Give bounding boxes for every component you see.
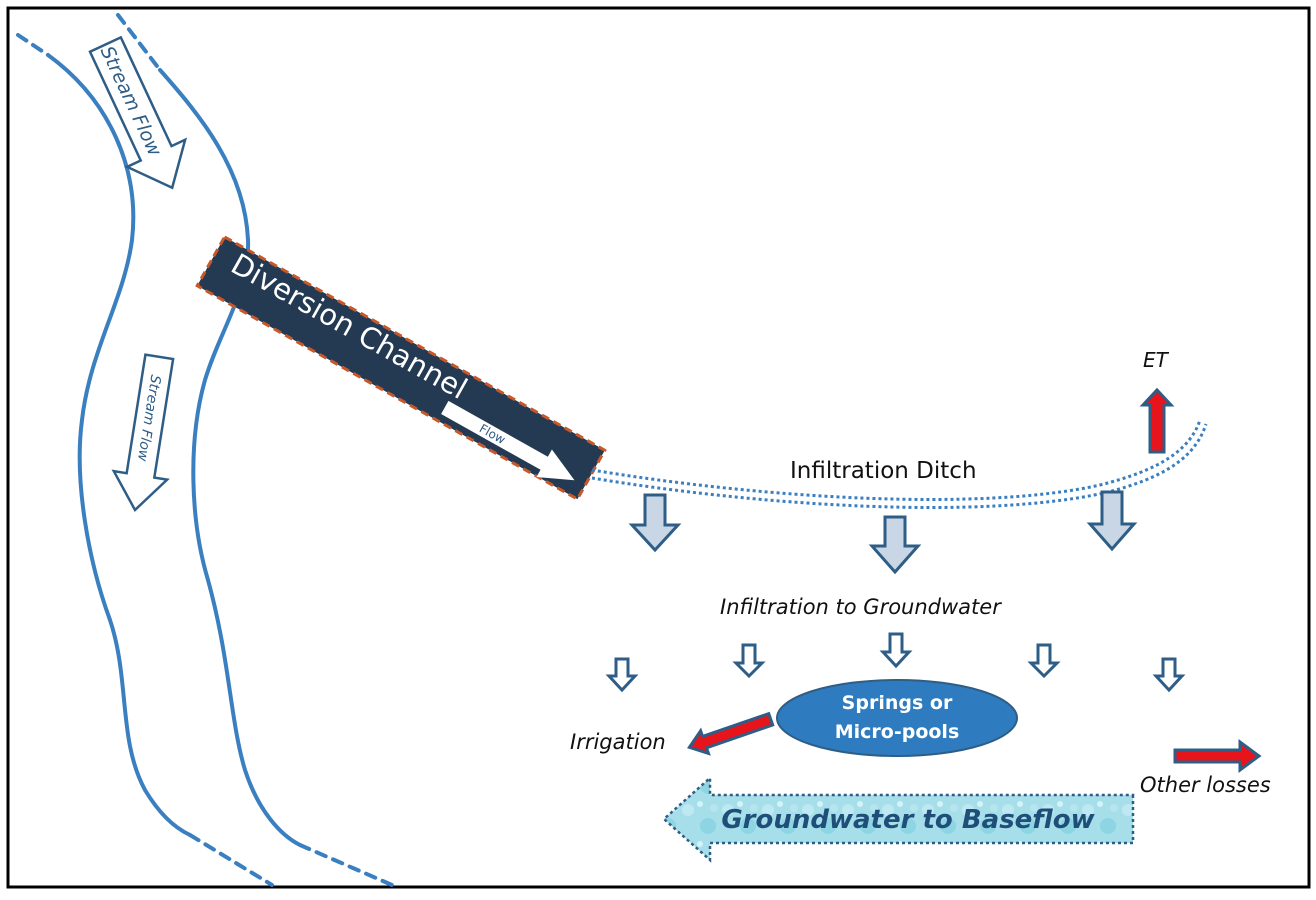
irrigation-arrow (687, 711, 775, 756)
infiltration-arrow (628, 493, 682, 553)
groundwater-arrow (732, 643, 766, 679)
infiltration-arrow (1086, 490, 1138, 552)
et-arrow (1139, 387, 1175, 454)
springs-ellipse (776, 679, 1018, 757)
infiltration-arrows-large (628, 490, 1138, 575)
other-losses-arrow (1173, 739, 1262, 773)
stream-flow-upper-arrow: Stream Flow (88, 35, 188, 190)
groundwater-arrows-small (605, 632, 1186, 693)
baseflow-arrow (662, 775, 1135, 863)
groundwater-arrow (1152, 657, 1186, 693)
irrigation-label: Irrigation (570, 730, 666, 754)
et-label: ET (1143, 348, 1170, 372)
stream-right-bank-dash-bottom (298, 843, 394, 887)
baseflow-label: Groundwater to Baseflow (721, 805, 1095, 835)
groundwater-arrow (605, 657, 639, 693)
stream-left-bank-dash-top (16, 33, 50, 57)
springs-label-line1: Springs or (842, 692, 953, 714)
infiltration-arrow (868, 515, 922, 575)
springs-label-line2: Micro-pools (835, 721, 960, 743)
infiltration-ditch-label: Infiltration Ditch (790, 458, 977, 484)
diagram-border (6, 6, 1311, 889)
groundwater-arrow (1027, 643, 1061, 679)
stream-left-bank (46, 53, 192, 837)
diversion-channel: Diversion Channel Flow (195, 234, 607, 502)
stream (16, 13, 394, 887)
infiltration-groundwater-label: Infiltration to Groundwater (720, 595, 1002, 619)
infiltration-ditch (591, 419, 1208, 509)
flow-arrow (441, 400, 575, 481)
stream-flow-lower-arrow: Stream Flow (111, 353, 175, 512)
stream-right-bank (158, 68, 302, 847)
diversion-channel-label: Diversion Channel (225, 247, 473, 406)
stream-right-bank-dash-top (116, 13, 162, 72)
other-losses-label: Other losses (1140, 773, 1271, 797)
groundwater-arrow (879, 632, 913, 669)
stream-left-bank-dash-bottom (188, 833, 274, 887)
